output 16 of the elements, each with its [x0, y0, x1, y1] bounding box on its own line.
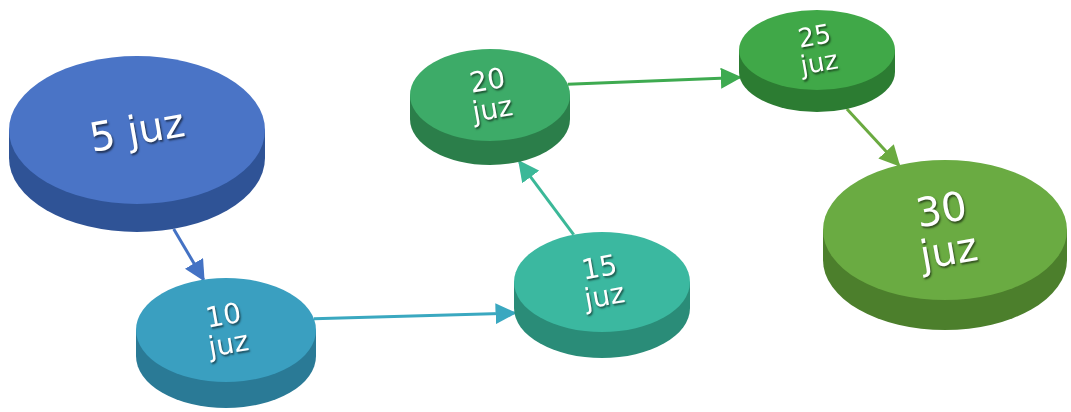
arrow [172, 228, 205, 282]
disc-node [823, 160, 1067, 330]
disc-label: 5 juz [84, 98, 190, 163]
disc-node [410, 49, 570, 165]
arrow [518, 160, 575, 236]
disc-label: 25 juz [794, 17, 842, 83]
disc-label: 30 juz [911, 181, 982, 281]
arrow [567, 67, 742, 89]
disc-node [9, 56, 265, 232]
disc-node [739, 10, 895, 112]
disc-label: 15 juz [578, 247, 629, 317]
disc-label: 20 juz [466, 60, 517, 130]
disc-label: 10 juz [202, 295, 253, 365]
disc-node [514, 232, 690, 358]
arrow [845, 107, 901, 167]
disc-node [136, 278, 316, 408]
